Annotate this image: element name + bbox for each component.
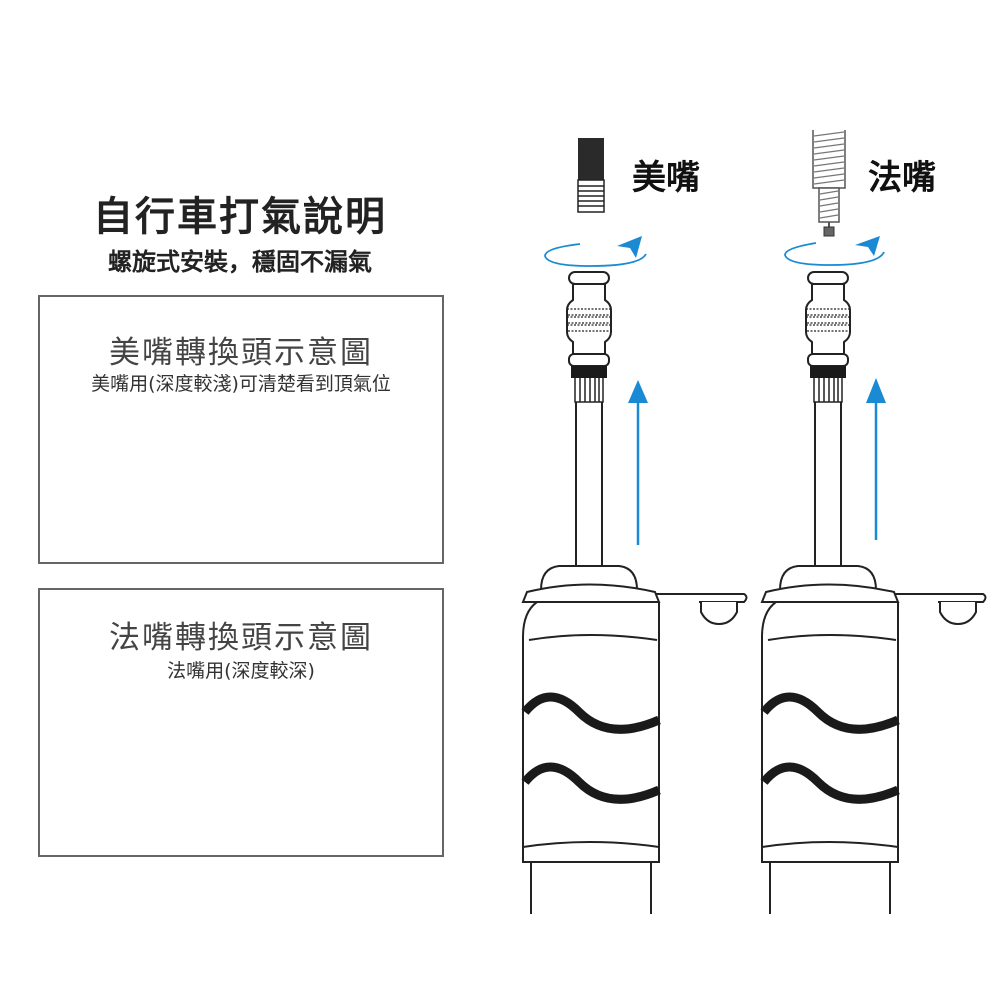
schrader-valve-label: 法嘴 <box>868 158 936 198</box>
panel-title: 法嘴轉換頭示意圖 <box>109 620 373 656</box>
rotate-arrow-icon <box>544 236 647 267</box>
presta-valve-label: 美嘴 <box>632 158 700 198</box>
schrader-valve-icon <box>812 130 846 237</box>
schrader-adapter-panel: 法嘴轉換頭示意圖 法嘴用(深度較深) <box>38 588 444 857</box>
panel-title: 美嘴轉換頭示意圖 <box>109 335 373 371</box>
pump-presta <box>523 272 747 914</box>
rotate-arrow-icon <box>784 236 885 266</box>
pump-schrader <box>762 272 986 914</box>
panel-description: 法嘴用(深度較深) <box>167 660 315 682</box>
page-subtitle: 螺旋式安裝，穩固不漏氣 <box>108 248 372 276</box>
up-arrow-icon <box>866 378 886 540</box>
presta-adapter-panel: 美嘴轉換頭示意圖 美嘴用(深度較淺)可清楚看到頂氣位 <box>38 295 444 564</box>
up-arrow-icon <box>628 380 648 545</box>
presta-valve-icon <box>577 138 605 213</box>
panel-description: 美嘴用(深度較淺)可清楚看到頂氣位 <box>91 373 391 395</box>
page-title: 自行車打氣說明 <box>93 194 387 240</box>
